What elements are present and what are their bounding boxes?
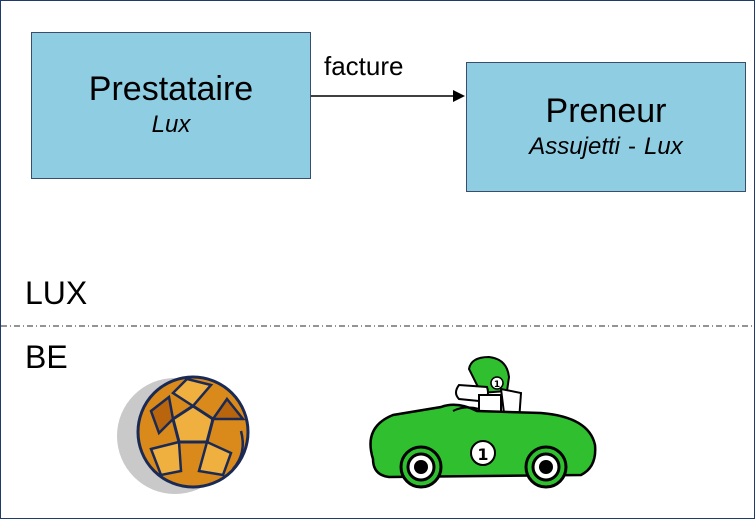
preneur-title: Preneur — [545, 91, 667, 130]
soccer-ball-icon — [117, 375, 250, 494]
preneur-subtitle-left: Assujetti — [529, 132, 620, 160]
preneur-subtitle: Assujetti-Lux — [529, 131, 682, 162]
prestataire-box: Prestataire Lux — [31, 32, 311, 179]
invoice-arrow-head — [453, 90, 465, 102]
preneur-box: Preneur Assujetti-Lux — [466, 62, 746, 192]
preneur-subtitle-separator: - — [628, 132, 636, 160]
svg-text:1: 1 — [477, 445, 488, 464]
region-label-be: BE — [25, 339, 68, 375]
preneur-subtitle-right: Lux — [644, 132, 683, 160]
prestataire-subtitle: Lux — [151, 111, 191, 139]
prestataire-title: Prestataire — [88, 70, 254, 109]
race-car-icon: 1 1 — [369, 355, 597, 489]
svg-text:1: 1 — [494, 380, 500, 390]
arrow-label: facture — [324, 51, 404, 81]
region-label-lux: LUX — [25, 275, 88, 311]
